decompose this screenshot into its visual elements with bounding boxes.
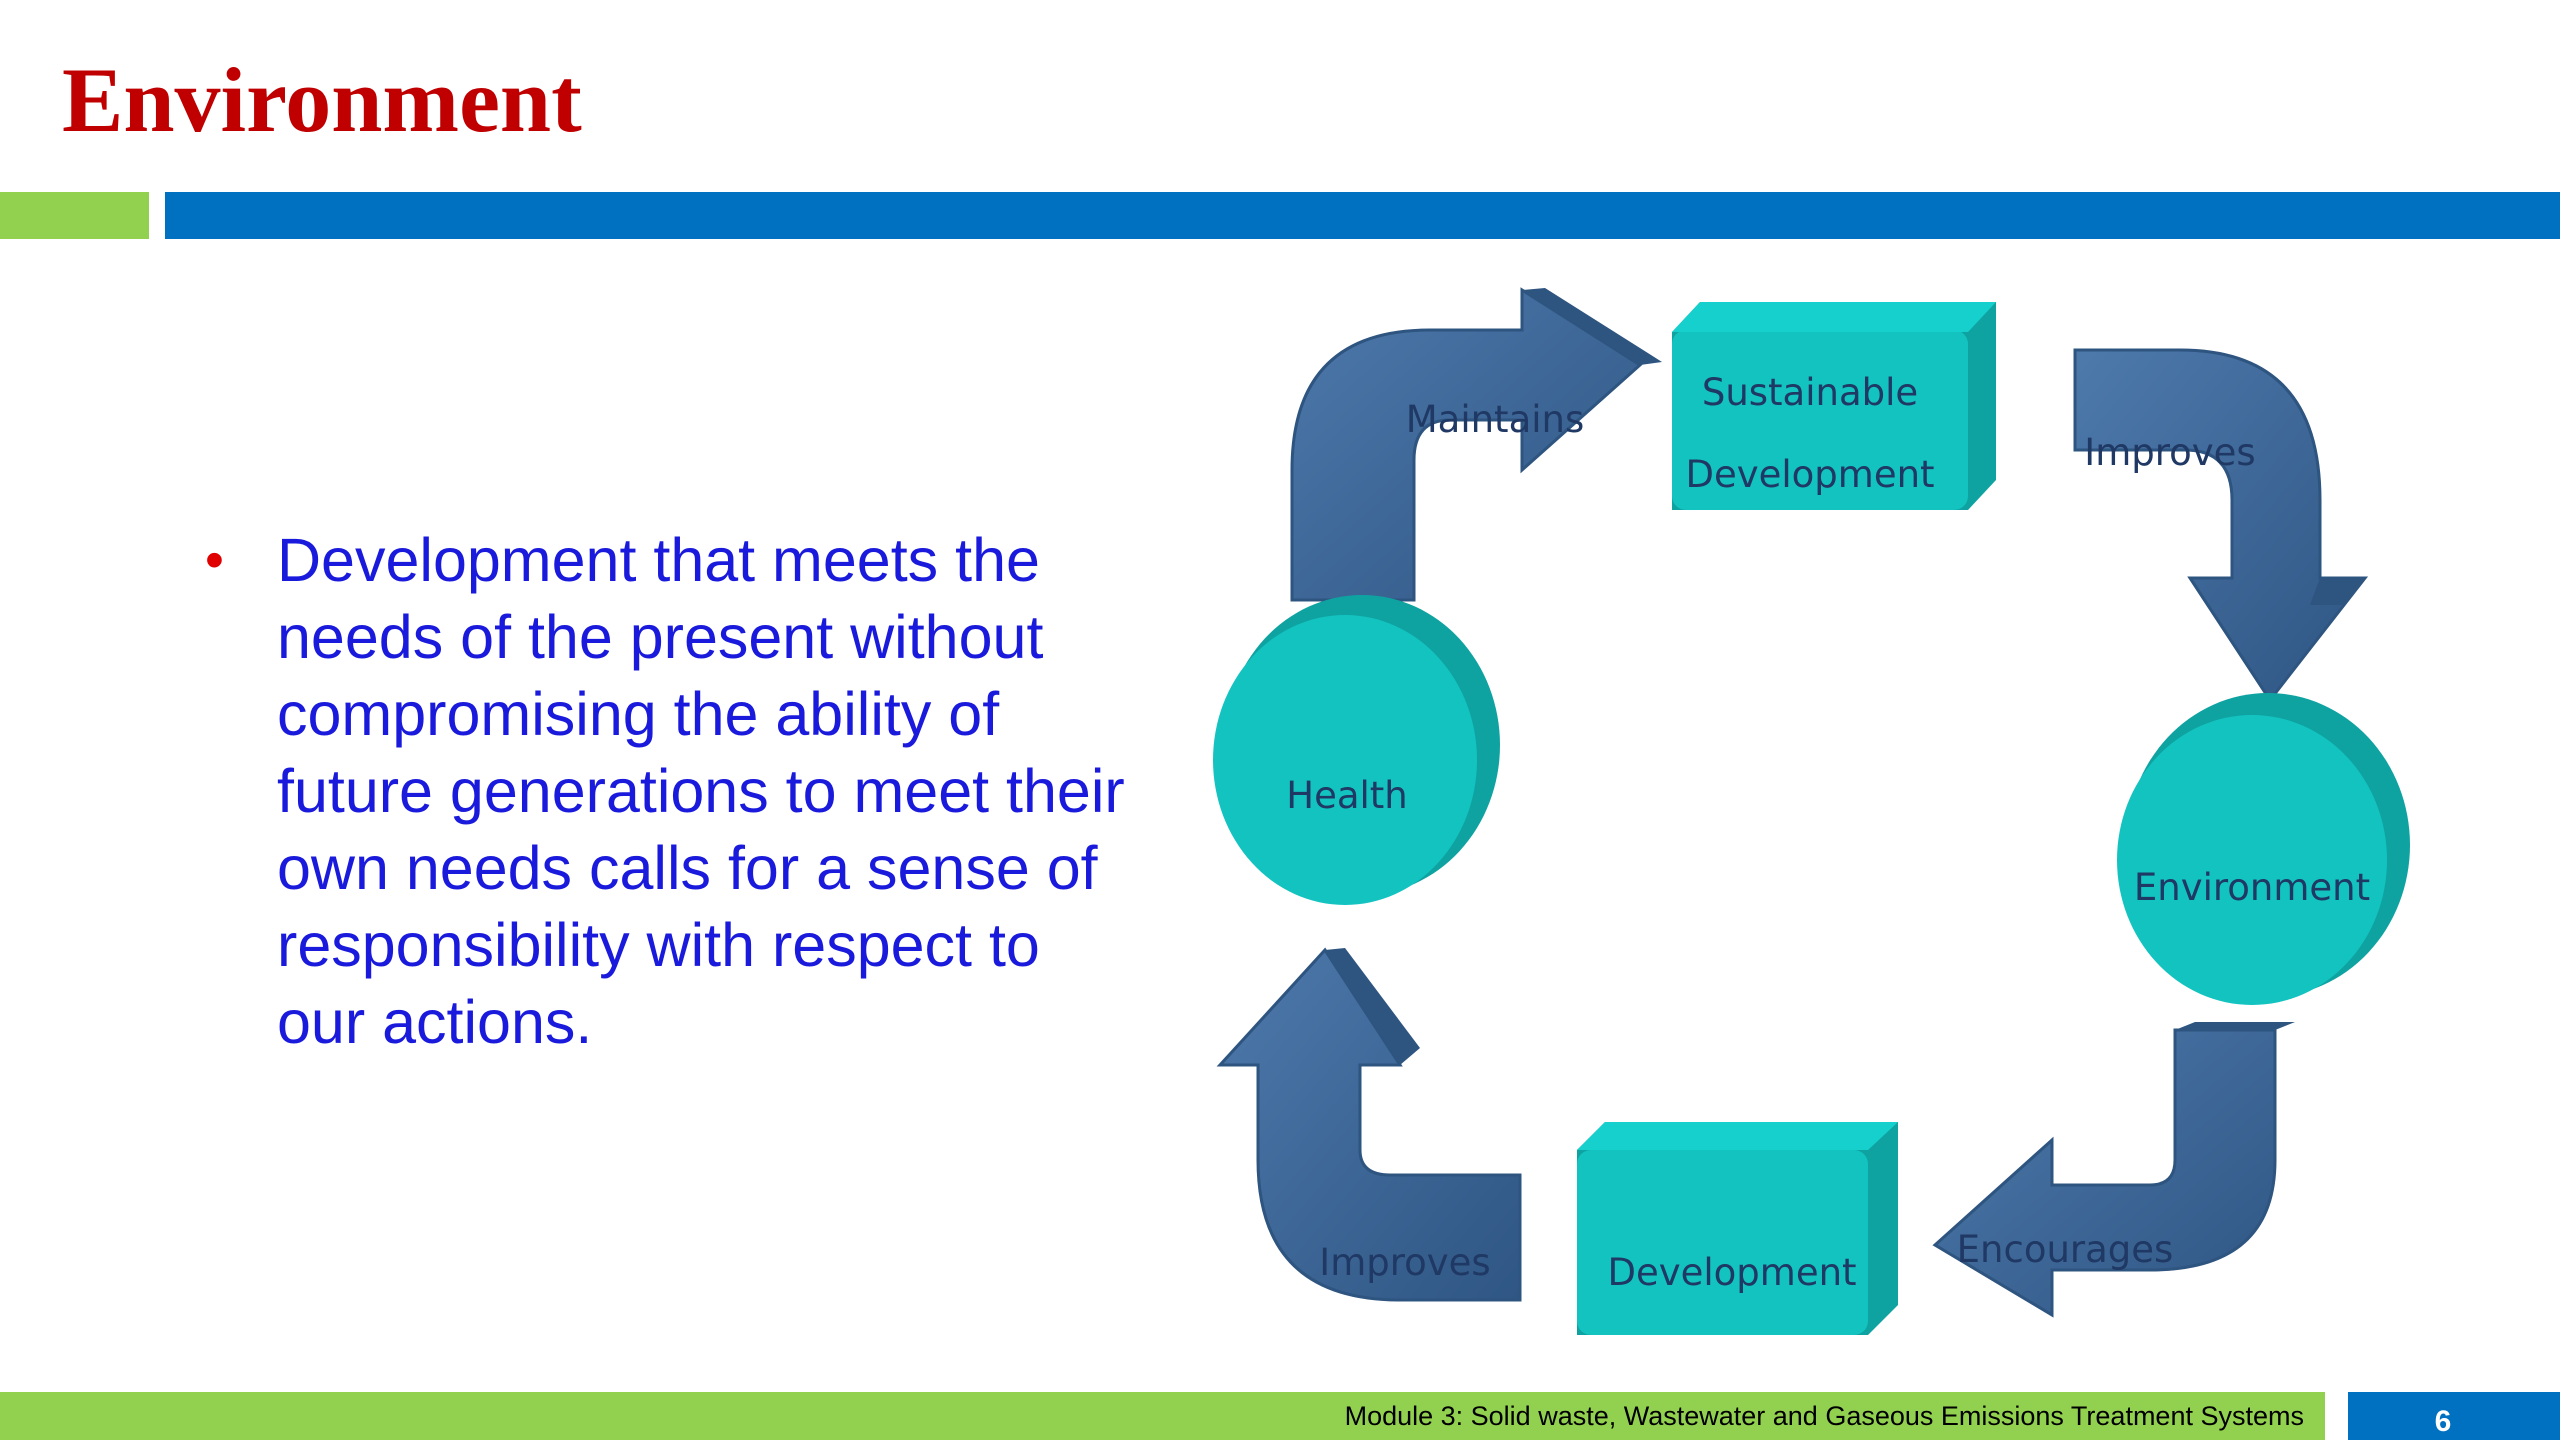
node-label: Development [1607,1251,1856,1294]
arrow-label-maintains: Maintains [1406,398,1585,441]
footer-bar-blue [2348,1392,2560,1440]
bullet-marker: • [205,530,224,590]
arrow-label-improves-bottom: Improves [1319,1241,1490,1284]
bullet-list: • Development that meets the needs of th… [205,522,1125,1061]
node-sustainable-development: Sustainable Development [1672,302,1996,510]
node-label: Development [1685,453,1934,496]
node-environment: Environment [2117,693,2410,1005]
header-accent-blue [165,192,2560,239]
cycle-diagram: Sustainable Development Environment Deve… [1213,287,2410,1335]
footer-bar-green [0,1392,2325,1440]
node-label: Health [1286,774,1408,817]
arrow-maintains [1290,287,1662,602]
slide-title: Environment [62,49,582,151]
node-label: Sustainable [1702,371,1918,414]
node-health: Health [1213,595,1500,905]
header-accent-green [0,192,149,239]
arrow-encourages [1932,1022,2295,1318]
arrow-label-improves-top: Improves [2084,431,2255,474]
node-label: Environment [2134,866,2370,909]
arrow-label-encourages: Encourages [1957,1228,2174,1271]
footer-module-text: Module 3: Solid waste, Wastewater and Ga… [1344,1401,2304,1431]
arrow-improves-top [2073,348,2369,703]
arrow-improves-bottom [1216,947,1522,1302]
bullet-text: Development that meets the needs of the … [277,526,1125,1056]
node-development: Development [1577,1122,1898,1335]
page-number: 6 [2434,1405,2452,1438]
